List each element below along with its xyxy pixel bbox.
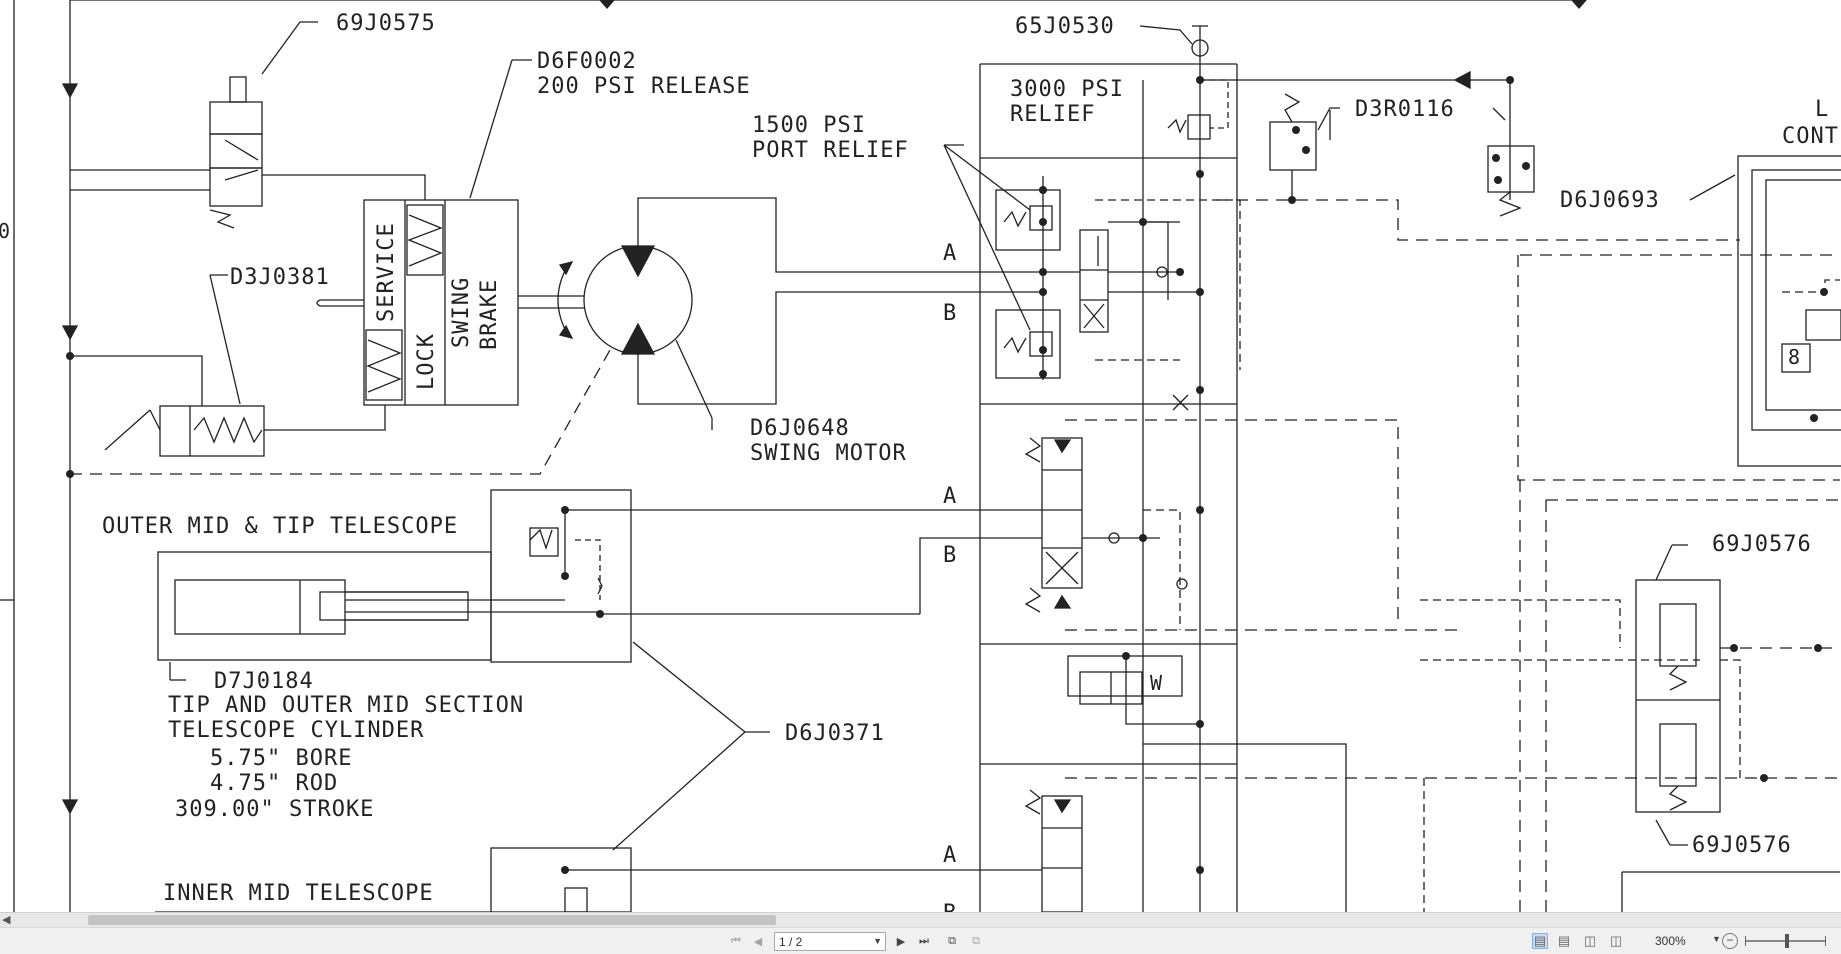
label-w: W: [1150, 671, 1163, 695]
scrollbar-thumb[interactable]: [88, 915, 776, 925]
zoom-slider-knob[interactable]: [1785, 934, 1789, 948]
status-bar: ⏮ ◀ 1 / 2 ▼ ▶ ⏭ ⧉ ⧉ ▤ ▤ ◫ ◫ 300% ▼ −: [0, 927, 1841, 954]
two-page-view-icon[interactable]: ◫: [1583, 933, 1597, 948]
page-number-input[interactable]: 1 / 2 ▼: [774, 932, 886, 951]
zoom-level[interactable]: 300%: [1655, 934, 1686, 948]
label-d7j0184: D7J0184: [214, 669, 314, 694]
label-port-b-2: B: [943, 543, 957, 568]
label-69j0575: 69J0575: [336, 11, 436, 36]
label-bore: 5.75" BORE: [210, 746, 352, 771]
single-page-view-icon[interactable]: ▤: [1532, 933, 1548, 949]
first-page-icon[interactable]: ⏮: [731, 934, 741, 947]
label-d3r0116: D3R0116: [1355, 97, 1455, 122]
label-swing: SWING: [449, 277, 474, 348]
horizontal-scrollbar[interactable]: ◀: [0, 912, 1841, 927]
two-page-continuous-view-icon[interactable]: ◫: [1609, 933, 1623, 948]
label-port-a-1: A: [943, 241, 957, 266]
label-1500psi: 1500 PSI: [752, 113, 866, 138]
label-inner-mid: INNER MID TELESCOPE: [163, 881, 434, 906]
label-brake: BRAKE: [477, 279, 502, 350]
label-l-partial: L: [1815, 97, 1829, 122]
label-cont-partial: CONT: [1782, 124, 1839, 149]
last-page-icon[interactable]: ⏭: [919, 934, 929, 947]
label-port-a-3: A: [943, 843, 957, 868]
label-port-a-2: A: [943, 484, 957, 509]
label-69j0576-top: 69J0576: [1712, 532, 1812, 557]
label-left-zero: 0: [0, 219, 11, 243]
label-port-b-3: B: [943, 901, 957, 912]
label-d6j0371: D6J0371: [785, 721, 885, 746]
document-view: 69J0575 D6F0002 200 PSI RELEASE 65J0530 …: [0, 0, 1841, 912]
chevron-down-icon[interactable]: ▼: [873, 936, 882, 946]
label-num-8: 8: [1788, 345, 1801, 369]
zoom-out-icon[interactable]: −: [1722, 933, 1738, 949]
label-tip-outer-1: TIP AND OUTER MID SECTION: [168, 693, 524, 718]
label-outer-mid-tip: OUTER MID & TIP TELESCOPE: [102, 514, 458, 539]
label-200psi-release: 200 PSI RELEASE: [537, 74, 751, 99]
next-page-icon[interactable]: ▶: [896, 935, 906, 948]
label-service: SERVICE: [374, 222, 399, 322]
label-d6j0693: D6J0693: [1560, 188, 1660, 213]
continuous-view-icon[interactable]: ▤: [1557, 933, 1571, 948]
label-stroke: 309.00" STROKE: [175, 797, 374, 822]
scroll-left-icon[interactable]: ◀: [2, 914, 11, 926]
label-69j0576-bottom: 69J0576: [1692, 833, 1792, 858]
label-lock: LOCK: [414, 333, 439, 390]
label-swing-motor: SWING MOTOR: [750, 441, 907, 466]
label-3000psi: 3000 PSI: [1010, 77, 1124, 102]
label-d3j0381: D3J0381: [230, 265, 330, 290]
label-tip-outer-2: TELESCOPE CYLINDER: [168, 718, 424, 743]
prev-page-icon[interactable]: ◀: [753, 935, 763, 948]
label-relief: RELIEF: [1010, 102, 1095, 127]
label-d6f0002: D6F0002: [537, 49, 637, 74]
zoom-dropdown-icon[interactable]: ▼: [1712, 934, 1721, 944]
page-number-value: 1 / 2: [779, 934, 803, 949]
page-copy-icon[interactable]: ⧉: [948, 934, 956, 947]
label-port-relief: PORT RELIEF: [752, 138, 909, 163]
label-port-b-1: B: [943, 301, 957, 326]
page-paste-icon[interactable]: ⧉: [972, 934, 980, 947]
hydraulic-schematic: 69J0575 D6F0002 200 PSI RELEASE 65J0530 …: [0, 0, 1841, 912]
label-rod: 4.75" ROD: [210, 771, 338, 796]
label-d6j0648: D6J0648: [750, 416, 850, 441]
zoom-slider[interactable]: [1745, 934, 1826, 948]
label-65j0530: 65J0530: [1015, 14, 1115, 39]
